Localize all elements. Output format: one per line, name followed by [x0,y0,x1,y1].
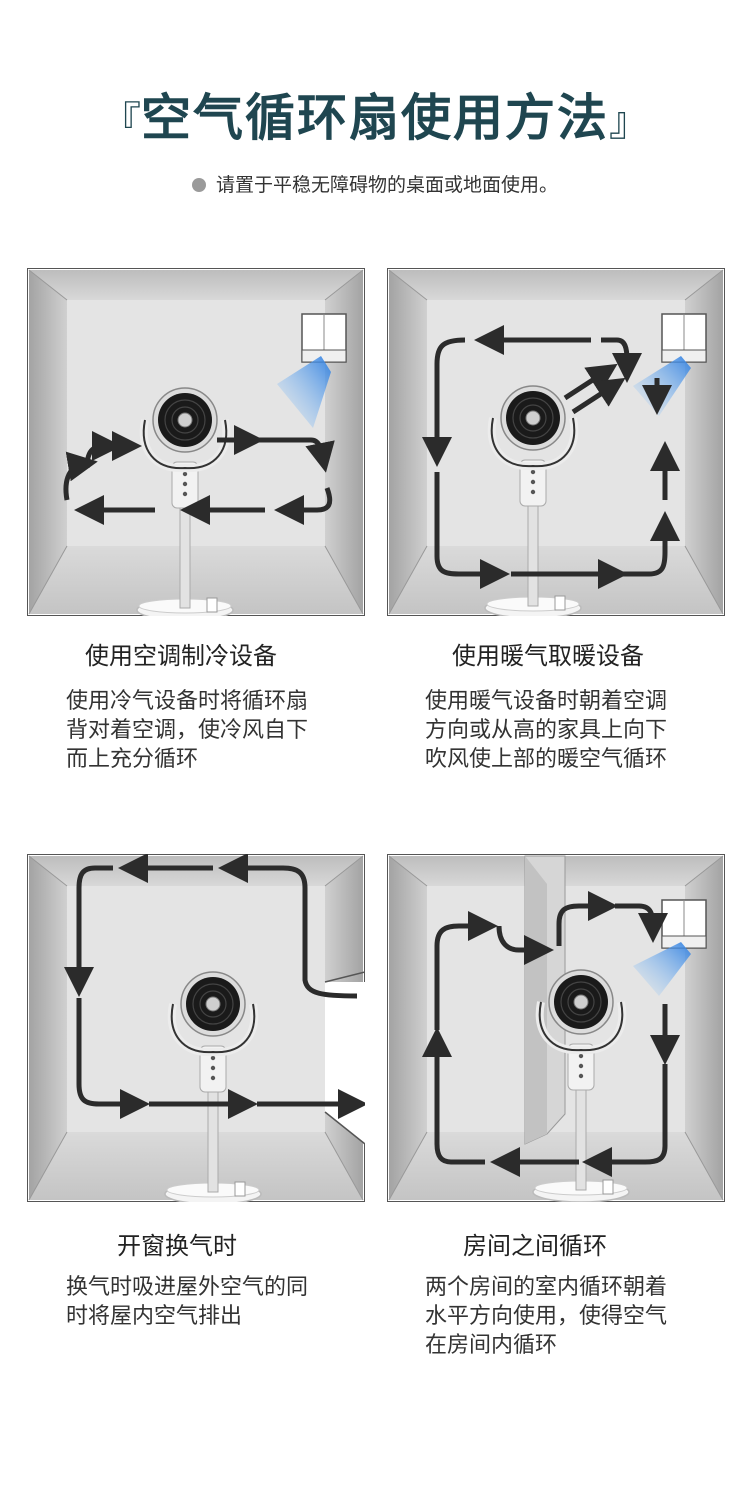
subtitle: 请置于平稳无障碍物的桌面或地面使用。 [215,174,558,196]
caption-title-ventilation: 开窗换气时 [117,1232,237,1260]
caption-body-cooling: 使用冷气设备时将循环扇 背对着空调，使冷风自下 而上充分循环 [66,687,366,774]
caption-line: 在房间内循环 [425,1333,558,1358]
diagram-cooling [27,268,365,616]
caption-title-heating: 使用暖气取暖设备 [452,642,644,670]
page-title-row: 『空气循环扇使用方法』 [0,78,750,158]
caption-body-ventilation: 换气时吸进屋外空气的同 时将屋内空气排出 [66,1273,366,1331]
caption-line: 两个房间的室内循环朝着 [425,1275,668,1300]
caption-title-between-rooms: 房间之间循环 [463,1232,607,1260]
title-bracket-close: 』 [609,99,649,145]
caption-line: 水平方向使用，使得空气 [425,1304,668,1329]
caption-line: 背对着空调，使冷风自下 [66,718,309,743]
diagram-between-rooms [387,854,725,1202]
caption-line: 使用冷气设备时将循环扇 [66,689,309,714]
caption-line: 吹风使上部的暖空气循环 [425,747,668,772]
bullet-dot-icon [191,178,206,192]
subtitle-row: 请置于平稳无障碍物的桌面或地面使用。 [0,170,750,200]
diagram-window-ventilation [27,854,365,1202]
caption-body-between-rooms: 两个房间的室内循环朝着 水平方向使用，使得空气 在房间内循环 [425,1273,725,1360]
page-title: 空气循环扇使用方法 [141,89,609,147]
caption-line: 使用暖气设备时朝着空调 [425,689,668,714]
caption-line: 时将屋内空气排出 [66,1304,243,1329]
caption-title-cooling: 使用空调制冷设备 [85,642,277,670]
caption-line: 方向或从高的家具上向下 [425,718,668,743]
caption-line: 而上充分循环 [66,747,199,772]
title-bracket-open: 『 [101,99,141,145]
caption-line: 换气时吸进屋外空气的同 [66,1275,309,1300]
diagram-heating [387,268,725,616]
caption-body-heating: 使用暖气设备时朝着空调 方向或从高的家具上向下 吹风使上部的暖空气循环 [425,687,725,774]
